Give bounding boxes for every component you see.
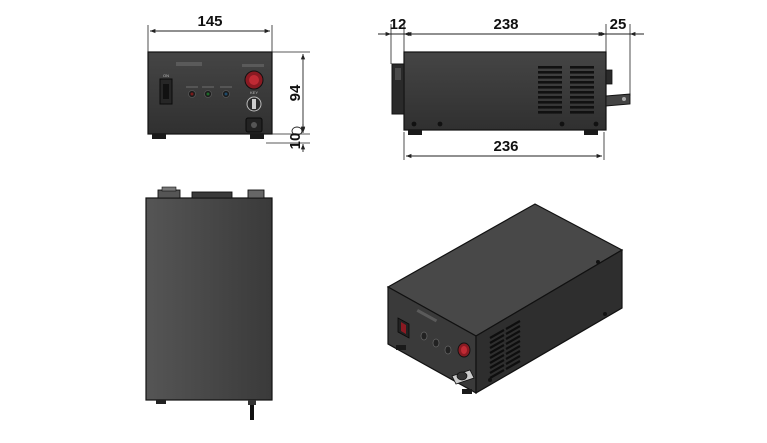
vent-slot	[489, 359, 505, 369]
vent-slot	[505, 360, 521, 370]
vent-slot	[505, 355, 521, 365]
foot	[250, 134, 264, 139]
bottom-dimension: 236	[403, 132, 605, 160]
vent-slot	[570, 101, 594, 104]
rear-protrusion	[156, 400, 166, 404]
svg-text:KEY: KEY	[250, 90, 258, 95]
vent-slot	[570, 66, 594, 69]
vent-slot	[570, 71, 594, 74]
indicator-led-icon	[186, 86, 232, 98]
vent-slot	[570, 91, 594, 94]
vent-slot	[505, 345, 521, 355]
length-label: 238	[493, 16, 518, 33]
width-dimension: 145	[147, 13, 273, 52]
vent-slot	[570, 96, 594, 99]
ventilation-grille-icon	[489, 320, 521, 379]
vent-slot	[570, 86, 594, 89]
ventilation-grille-icon	[538, 66, 594, 114]
front-protrusion	[247, 189, 265, 199]
indicator-led-icon	[420, 331, 452, 355]
red-switch-icon	[457, 342, 471, 358]
vent-slot	[489, 369, 505, 379]
vent-slot	[538, 91, 562, 94]
foot	[152, 134, 166, 139]
vent-slot	[570, 106, 594, 109]
vent-slot	[505, 330, 521, 340]
red-switch-icon	[242, 64, 264, 90]
vent-slot	[505, 335, 521, 345]
vent-slot	[505, 320, 521, 330]
vent-slot	[505, 340, 521, 350]
vent-slot	[538, 106, 562, 109]
vent-slot	[505, 350, 521, 360]
vent-slot	[538, 101, 562, 104]
vent-slot	[489, 354, 505, 364]
power-switch-icon	[397, 317, 410, 339]
top-dimensions: 12 238 25	[378, 16, 644, 96]
front-view: 145 ON	[147, 13, 310, 152]
power-switch-icon: ON	[159, 73, 173, 105]
top-panel	[145, 197, 273, 401]
foot	[584, 130, 598, 135]
front-protrusion	[191, 191, 233, 199]
vent-slot	[538, 96, 562, 99]
brand-plate	[176, 62, 202, 66]
bnc-connector-icon	[605, 93, 631, 107]
vent-slot	[538, 66, 562, 69]
height-dimension: 94	[272, 51, 310, 135]
mounting-screw-icon	[411, 121, 599, 127]
vent-slot	[538, 111, 562, 114]
vent-slot	[538, 86, 562, 89]
vent-slot	[538, 71, 562, 74]
key-switch-icon	[451, 369, 475, 385]
vent-slot	[538, 81, 562, 84]
vent-slot	[538, 76, 562, 79]
top-view	[145, 186, 273, 420]
vent-slot	[570, 76, 594, 79]
width-label: 145	[197, 13, 222, 30]
foot-dimension: 10	[266, 124, 310, 152]
bnc-connector-icon	[245, 117, 263, 133]
rear-protrusion	[605, 69, 613, 85]
offset-right-label: 25	[610, 16, 627, 33]
bottom-length-label: 236	[493, 138, 518, 155]
brand-plate	[416, 309, 438, 323]
height-label: 94	[287, 84, 304, 101]
vent-slot	[489, 329, 505, 339]
key-switch-icon: KEY	[246, 90, 262, 112]
vent-slot	[489, 364, 505, 374]
offset-left-label: 12	[390, 16, 407, 33]
foot	[408, 130, 422, 135]
vent-slot	[489, 334, 505, 344]
svg-text:ON: ON	[163, 73, 169, 78]
vent-slot	[489, 339, 505, 349]
mounting-screw-icon	[488, 260, 607, 382]
vent-slot	[489, 349, 505, 359]
iso-side-face	[475, 248, 623, 395]
vent-slot	[570, 81, 594, 84]
foot-label: 10	[287, 133, 304, 150]
side-view: 12 238 25 236	[378, 16, 644, 160]
vent-slot	[489, 344, 505, 354]
isometric-view	[386, 203, 624, 395]
vent-slot	[570, 111, 594, 114]
foot	[396, 345, 406, 350]
vent-slot	[505, 325, 521, 335]
foot	[462, 389, 472, 394]
